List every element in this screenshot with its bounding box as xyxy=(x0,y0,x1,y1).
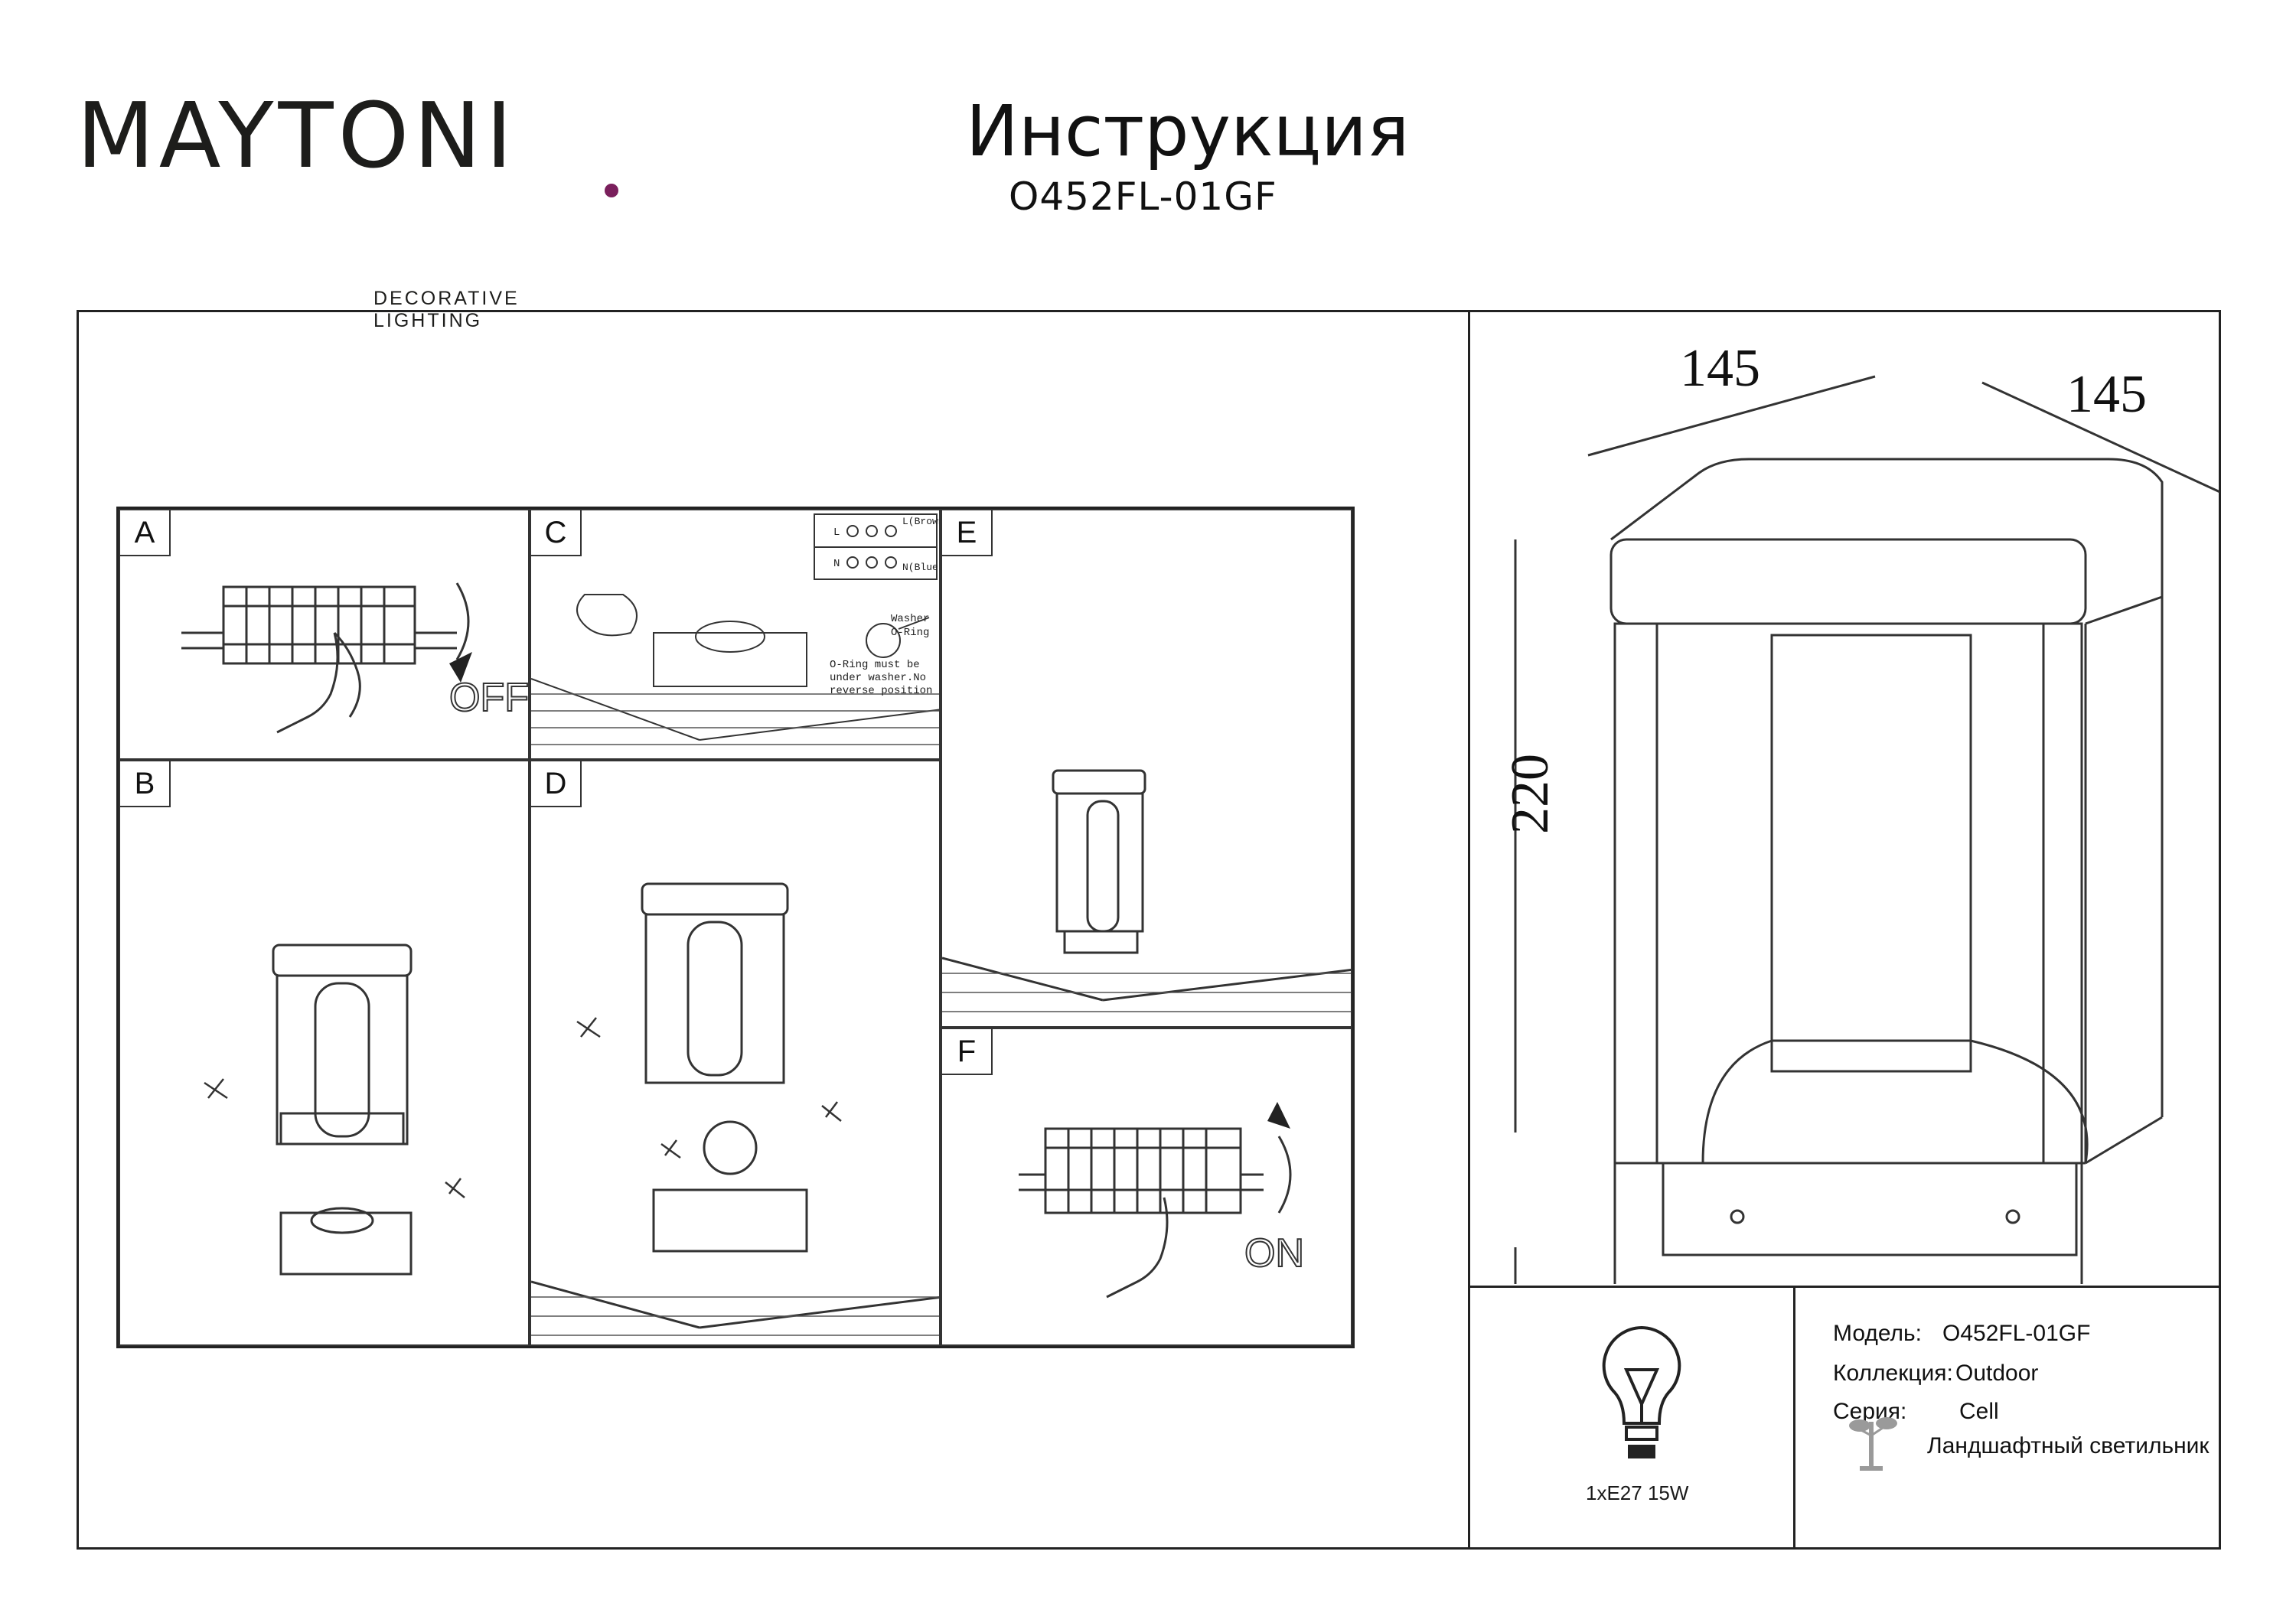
step-f-panel: F ON xyxy=(941,1028,1352,1346)
spec-collection-value: Outdoor xyxy=(1955,1361,2039,1386)
step-label: A xyxy=(120,510,171,556)
section-divider xyxy=(1793,1286,1795,1547)
bulb-caption: 1xE27 15W xyxy=(1586,1481,1689,1504)
svg-text:L: L xyxy=(833,526,840,539)
step-a-panel: A OFF xyxy=(119,509,530,760)
section-divider xyxy=(1468,1286,2219,1288)
dimension-height: 220 xyxy=(1501,754,1560,834)
step-label: E xyxy=(942,510,993,556)
screw-icon xyxy=(576,1017,842,1159)
svg-text:O-Ring: O-Ring xyxy=(891,627,929,639)
wiring-diagram: L N L(Brown) N(Blue) Washer O-Ring O-Rin… xyxy=(531,513,941,745)
dimension-depth: 145 xyxy=(2066,365,2147,424)
svg-text:L(Brown): L(Brown) xyxy=(902,516,941,527)
svg-text:N: N xyxy=(833,558,840,570)
step-d-panel: D xyxy=(530,760,941,1346)
spec-type-value: Ландшафтный светильник xyxy=(1927,1433,2210,1458)
installation-steps: A OFF C xyxy=(116,507,1355,1348)
spec-series-value: Cell xyxy=(1959,1399,1999,1424)
switch-on-hand-icon: ON xyxy=(1019,1102,1305,1299)
svg-text:O-Ring must be: O-Ring must be xyxy=(830,659,920,671)
step-e-panel: E xyxy=(941,509,1352,1028)
page-title: Инструкция xyxy=(966,90,1410,172)
instruction-frame xyxy=(77,310,2221,1550)
spec-model-value: O452FL-01GF xyxy=(1942,1321,2091,1346)
off-annotation: OFF xyxy=(449,676,529,720)
svg-text:Washer: Washer xyxy=(891,613,929,625)
lamp-mounting-illustration xyxy=(531,882,939,1336)
spec-collection-key: Коллекция: xyxy=(1833,1361,1953,1386)
spec-model-key: Модель: xyxy=(1833,1321,1923,1346)
svg-text:reverse position: reverse position xyxy=(830,685,932,697)
lamp-installed-illustration xyxy=(942,769,1351,1012)
landscape-lamp-icon xyxy=(1849,1417,1897,1471)
model-number: O452FL-01GF xyxy=(1009,174,1277,219)
brand-logo: MAYTONI DECORATIVE LIGHTING xyxy=(77,83,618,331)
screw-icon xyxy=(204,1078,465,1198)
logo-tagline: DECORATIVE LIGHTING xyxy=(373,288,520,331)
step-label: C xyxy=(531,510,582,556)
dimension-drawing xyxy=(1514,375,2219,1284)
section-divider xyxy=(1468,312,1470,1547)
switch-off-hand-icon: OFF xyxy=(181,582,529,734)
step-label: B xyxy=(120,761,171,807)
lightbulb-icon xyxy=(1602,1325,1681,1458)
lamp-removal-illustration xyxy=(204,943,465,1276)
svg-text:N(Blue): N(Blue) xyxy=(902,562,941,573)
svg-text:under washer.No: under washer.No xyxy=(830,672,926,684)
step-label: F xyxy=(942,1029,993,1075)
step-b-panel: B xyxy=(119,760,530,1346)
on-annotation: ON xyxy=(1244,1231,1304,1276)
step-c-panel: C L N L(Brown) N(Blue) Washer O- xyxy=(530,509,941,760)
logo-accent-dot xyxy=(605,184,618,197)
dimension-width: 145 xyxy=(1680,339,1760,398)
step-label: D xyxy=(531,761,582,807)
logo-wordmark: MAYTONI xyxy=(77,83,517,188)
